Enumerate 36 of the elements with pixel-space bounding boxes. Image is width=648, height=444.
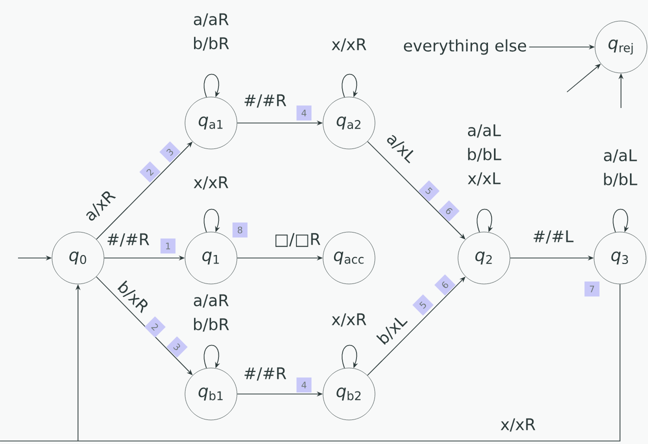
- arrow: [612, 208, 630, 233]
- arrow: [342, 344, 358, 369]
- callout-number: 6: [434, 274, 456, 296]
- callout-number: 2: [144, 316, 166, 338]
- callout-number: 3: [159, 141, 181, 163]
- callout-number: 8: [232, 222, 248, 238]
- edge-label: x/xR: [326, 312, 372, 328]
- text-label: everything else: [404, 39, 526, 55]
- edge-label: #/#R: [242, 366, 288, 382]
- edge-label: a/aR b/bR: [188, 12, 234, 52]
- callout-number: 5: [412, 294, 434, 316]
- edge-label: #/#R: [105, 232, 151, 248]
- arrow: [367, 141, 466, 240]
- arrow: [342, 74, 358, 98]
- callout-number: 3: [166, 336, 188, 358]
- edge-label: #/#R: [242, 93, 288, 109]
- arrow: [476, 208, 494, 233]
- edge-label: □/□R: [273, 232, 320, 248]
- edge-label: x/xR: [188, 175, 234, 191]
- arrow: [0, 284, 620, 442]
- callout-number: 4: [296, 378, 312, 392]
- edge-label: a/aR b/bR: [188, 293, 234, 333]
- callout-number: 4: [296, 106, 312, 120]
- callout-number: 5: [418, 180, 440, 202]
- callout-number: 7: [584, 282, 600, 296]
- callout-number: 6: [438, 200, 460, 222]
- edge-label: x/xR: [326, 37, 372, 53]
- edge-label: a/aL b/bL x/xL: [461, 123, 507, 187]
- arrow: [204, 74, 220, 98]
- callout-number: 2: [139, 161, 161, 183]
- callout-number: 1: [160, 238, 176, 254]
- edge-label: x/xR: [495, 417, 541, 433]
- arrow: [204, 208, 220, 233]
- edge-label: #/#L: [530, 229, 576, 245]
- edge-label: a/aL b/bL: [597, 148, 643, 188]
- arrow: [204, 344, 220, 369]
